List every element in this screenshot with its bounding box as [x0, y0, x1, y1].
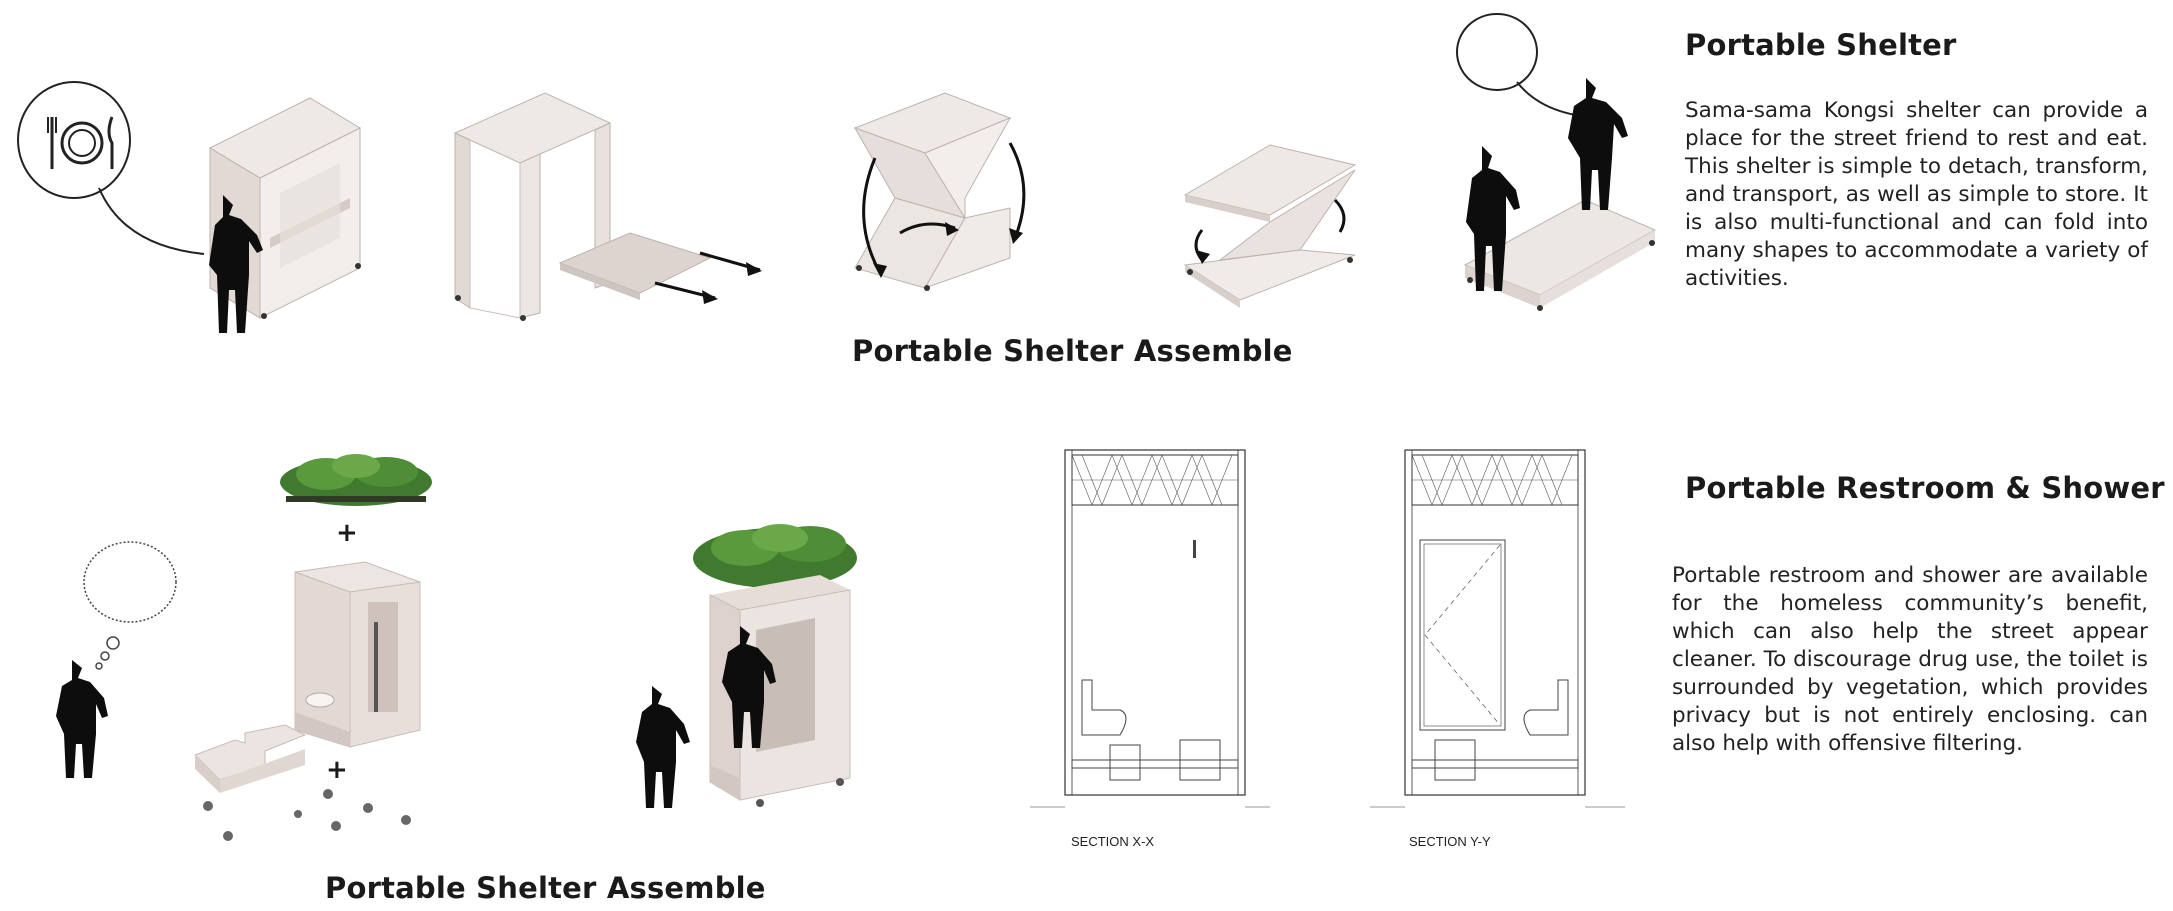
section-x-label: SECTION X-X — [1071, 834, 1155, 849]
speech-bubble-icon — [17, 81, 205, 255]
person-silhouette — [1466, 146, 1520, 291]
person-silhouette — [636, 686, 690, 808]
plus-sign: + — [326, 755, 348, 785]
person-silhouette — [1568, 78, 1628, 210]
person-silhouette — [56, 660, 108, 778]
shelter-description: Sama-sama Kongsi shelter can provide a p… — [1685, 98, 2148, 291]
section-y-drawing — [1370, 449, 1625, 808]
top-assemble-caption: Portable Shelter Assemble — [852, 334, 1293, 368]
person-silhouette — [209, 195, 263, 333]
wheels-set — [203, 789, 411, 841]
plus-sign: + — [336, 518, 358, 548]
shelter-open-frame-model — [453, 92, 762, 321]
plate-cutlery-icon — [47, 116, 114, 169]
section-y-label: SECTION Y-Y — [1409, 834, 1491, 849]
shelter-zfold-model — [1183, 144, 1357, 308]
restroom-heading: Portable Restroom & Shower — [1685, 471, 2165, 505]
shelter-heading: Portable Shelter — [1685, 28, 1957, 62]
restroom-assembled-model — [693, 524, 857, 807]
restroom-cabin-model — [294, 561, 421, 748]
person-silhouette — [722, 626, 776, 748]
shelter-bed-model — [1463, 199, 1657, 311]
foliage-roof-icon — [280, 454, 432, 506]
thought-bubble-icon — [83, 541, 177, 670]
shelter-fold-model — [853, 92, 1026, 291]
section-x-drawing — [1030, 449, 1270, 808]
bottom-assemble-caption: Portable Shelter Assemble — [325, 871, 766, 905]
base-step-model — [194, 724, 307, 793]
restroom-description: Portable restroom and shower are availab… — [1672, 563, 2148, 756]
